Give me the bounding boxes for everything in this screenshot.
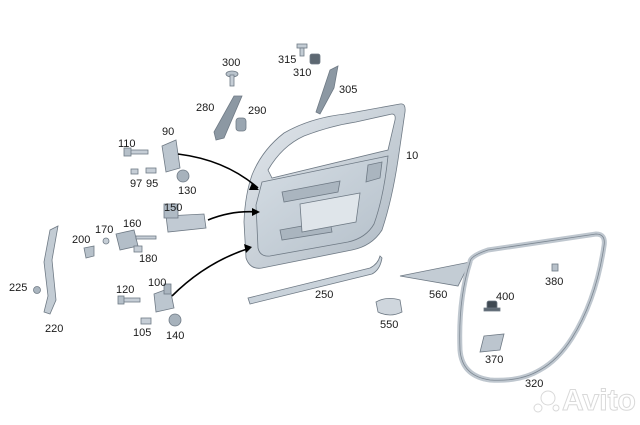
- pin-95: [145, 167, 157, 174]
- clip-200: [83, 245, 95, 259]
- label-380: 380: [545, 276, 563, 288]
- hinge-90: [161, 139, 181, 173]
- label-310: 310: [293, 67, 311, 79]
- door-shell: [243, 103, 406, 269]
- bolt-315: [296, 43, 308, 57]
- trim-280: [213, 95, 243, 141]
- label-315: 315: [278, 54, 296, 66]
- bolt-120: [117, 295, 141, 305]
- label-220: 220: [45, 323, 63, 335]
- label-105: 105: [133, 327, 151, 339]
- label-290: 290: [248, 105, 266, 117]
- clip-380: [551, 263, 559, 272]
- label-400: 400: [496, 291, 514, 303]
- label-370: 370: [485, 354, 503, 366]
- label-110: 110: [118, 138, 136, 150]
- arrowhead-bottom: [244, 244, 252, 253]
- label-95: 95: [146, 178, 158, 190]
- nut-290: [235, 117, 247, 132]
- arrowhead-top: [249, 183, 259, 190]
- bracket-160: [115, 229, 157, 251]
- nut-130: [176, 169, 190, 183]
- pin-180: [133, 245, 143, 253]
- label-100: 100: [148, 277, 166, 289]
- label-225: 225: [9, 282, 27, 294]
- hinge-100: [153, 283, 175, 313]
- watermark-text: Avito: [562, 384, 636, 417]
- pad-370: [479, 333, 505, 353]
- trim-305: [315, 65, 339, 115]
- label-10: 10: [406, 150, 418, 162]
- label-550: 550: [380, 319, 398, 331]
- clip-225: [33, 286, 41, 294]
- label-560: 560: [429, 289, 447, 301]
- trim-220: [43, 225, 59, 315]
- pin-105: [140, 317, 152, 325]
- label-305: 305: [339, 84, 357, 96]
- label-150: 150: [164, 202, 182, 214]
- label-180: 180: [139, 253, 157, 265]
- bolt-110: [123, 147, 149, 157]
- nut-140: [168, 313, 182, 327]
- leader-arrow-top: [177, 153, 259, 189]
- label-250: 250: [315, 289, 333, 301]
- part-labels: 10 90 95 97 100 105 110 120 130 140 150 …: [9, 54, 563, 390]
- label-200: 200: [72, 234, 90, 246]
- label-320: 320: [525, 378, 543, 390]
- clip-300: [225, 70, 239, 87]
- label-280: 280: [196, 102, 214, 114]
- label-97: 97: [130, 178, 142, 190]
- clip-400: [483, 300, 501, 312]
- label-120: 120: [116, 284, 134, 296]
- check-strap-150: [163, 203, 207, 233]
- nut-310: [309, 53, 321, 65]
- label-170: 170: [95, 224, 113, 236]
- label-140: 140: [166, 330, 184, 342]
- label-90: 90: [162, 126, 174, 138]
- arrowhead-mid: [252, 208, 260, 216]
- plug-550: [375, 298, 403, 316]
- label-160: 160: [123, 218, 141, 230]
- pad-560: [399, 261, 471, 287]
- molding-250: [247, 255, 383, 305]
- seal-320: [457, 231, 607, 383]
- bolt-170: [102, 237, 110, 245]
- leader-arrow-bottom: [171, 247, 251, 297]
- label-130: 130: [178, 185, 196, 197]
- watermark: Avito: [533, 384, 636, 418]
- label-300: 300: [222, 57, 240, 69]
- pin-97: [130, 168, 139, 175]
